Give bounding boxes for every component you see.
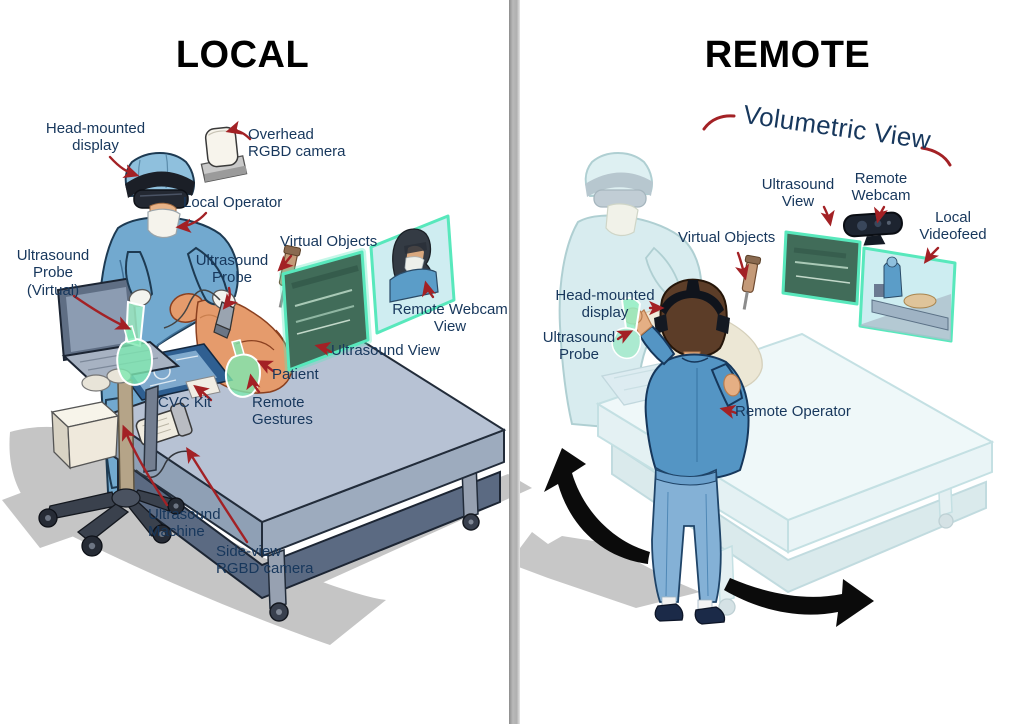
label-ultrasound-probe-virtual: Ultrasound Probe (Virtual): [16, 247, 90, 299]
ultrasound-view-screen: [279, 248, 372, 374]
head-mounted-display-device: [124, 152, 195, 209]
label-remote-webcam-view: Remote Webcam View: [392, 301, 508, 336]
label-local-operator: Local Operator: [183, 194, 283, 211]
remote-webcam-view-screen: [369, 214, 456, 335]
local-scene: [2, 120, 532, 645]
label-head-mounted-display-remote: Head-mounted display: [555, 287, 655, 322]
label-ultrasound-machine: Ultrasound Machine: [148, 506, 221, 541]
label-ultrasound-view-local: Ultrasound View: [331, 342, 440, 359]
local-annotation-arrows: [72, 120, 436, 544]
label-remote-operator: Remote Operator: [735, 403, 851, 420]
label-virtual-objects-local: Virtual Objects: [280, 233, 378, 250]
label-remote-gestures: Remote Gestures: [252, 394, 313, 429]
label-ultrasound-probe-remote: Ultrasound Probe: [542, 329, 616, 364]
label-ultrasound-view-remote: Ultrasound View: [761, 176, 835, 211]
label-local-videofeed: Local Videofeed: [919, 209, 987, 244]
local-videofeed-screen: [858, 246, 957, 343]
remote-annotation-arrows: [616, 205, 940, 419]
label-head-mounted-display: Head-mounted display: [45, 120, 146, 155]
overhead-rgbd-camera-device: [200, 126, 248, 183]
remote-panel-title: REMOTE: [704, 34, 871, 76]
remote-ultrasound-view-screen: [781, 230, 862, 306]
label-side-view-rgbd-camera: Side-view RGBD camera: [216, 543, 314, 578]
label-cvc-kit: CVC Kit: [158, 394, 212, 411]
label-patient: Patient: [272, 366, 319, 383]
panel-divider: [509, 0, 520, 724]
label-virtual-objects-remote: Virtual Objects: [678, 229, 776, 246]
remote-floor-shadow: [514, 532, 700, 608]
remote-scene: [514, 114, 995, 627]
label-ultrasound-probe-local: Ultrasound Probe: [195, 252, 269, 287]
local-panel-title: LOCAL: [175, 34, 310, 76]
volumetric-view-brackets: [702, 114, 952, 167]
motion-arrows: [544, 448, 874, 627]
label-remote-webcam: Remote Webcam: [851, 170, 911, 205]
local-operator-upper: [124, 152, 236, 311]
label-overhead-rgbd-camera: Overhead RGBD camera: [248, 126, 346, 161]
